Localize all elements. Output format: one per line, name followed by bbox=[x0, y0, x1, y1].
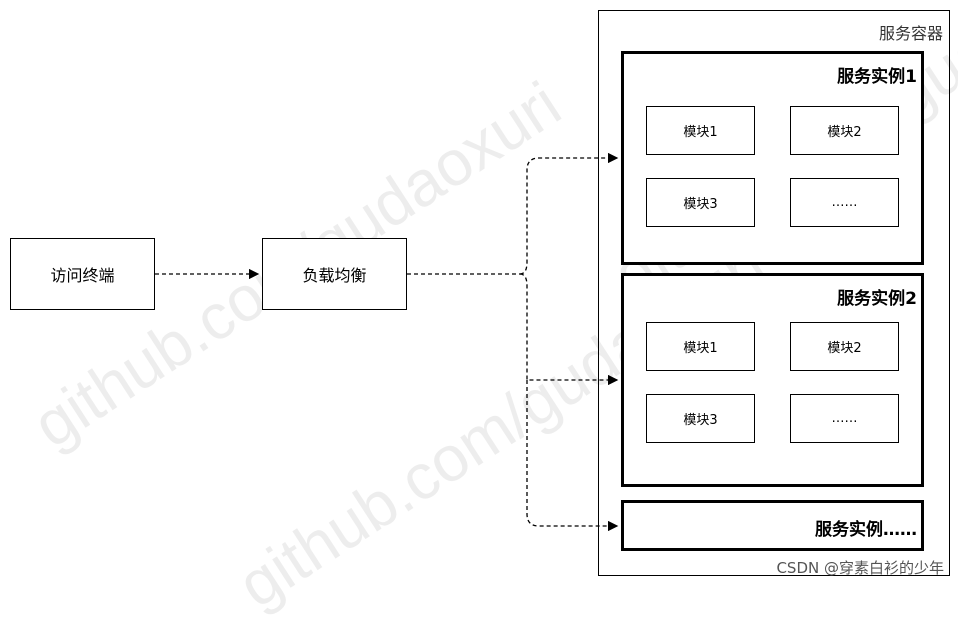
load-balancer-node: 负载均衡 bbox=[262, 238, 407, 310]
csdn-credit: CSDN @穿素白衫的少年 bbox=[776, 559, 944, 577]
service-instance-2-title: 服务实例2 bbox=[837, 289, 917, 309]
module-box: 模块2 bbox=[790, 106, 899, 155]
service-container-title: 服务容器 bbox=[878, 24, 943, 43]
service-instance-2: 服务实例2 bbox=[621, 273, 924, 487]
client-label: 访问终端 bbox=[50, 266, 115, 285]
edge-to-instance1 bbox=[519, 152, 619, 275]
module-label: 模块1 bbox=[683, 125, 718, 140]
service-instance-1-title: 服务实例1 bbox=[837, 67, 917, 87]
module-box: 模块1 bbox=[646, 322, 755, 371]
module-label: 模块3 bbox=[683, 197, 718, 212]
module-label: …… bbox=[831, 411, 858, 426]
module-box: 模块2 bbox=[790, 322, 899, 371]
module-label: 模块2 bbox=[827, 341, 862, 356]
module-box: …… bbox=[790, 178, 899, 227]
load-balancer-label: 负载均衡 bbox=[302, 266, 367, 285]
edge-to-instance3 bbox=[526, 380, 619, 532]
connector-layer bbox=[155, 152, 619, 532]
client-node: 访问终端 bbox=[10, 238, 155, 310]
edge-to-instance2 bbox=[519, 273, 619, 386]
service-instance-more: 服务实例…… bbox=[621, 500, 924, 551]
module-box: 模块3 bbox=[646, 178, 755, 227]
module-label: …… bbox=[831, 195, 858, 210]
module-label: 模块3 bbox=[683, 413, 718, 428]
module-box: 模块1 bbox=[646, 106, 755, 155]
module-label: 模块1 bbox=[683, 341, 718, 356]
module-box: …… bbox=[790, 394, 899, 443]
service-container: 服务容器 bbox=[598, 10, 950, 576]
service-instance-1: 服务实例1 bbox=[621, 51, 924, 265]
module-label: 模块2 bbox=[827, 125, 862, 140]
module-box: 模块3 bbox=[646, 394, 755, 443]
service-instance-more-title: 服务实例…… bbox=[815, 520, 917, 540]
